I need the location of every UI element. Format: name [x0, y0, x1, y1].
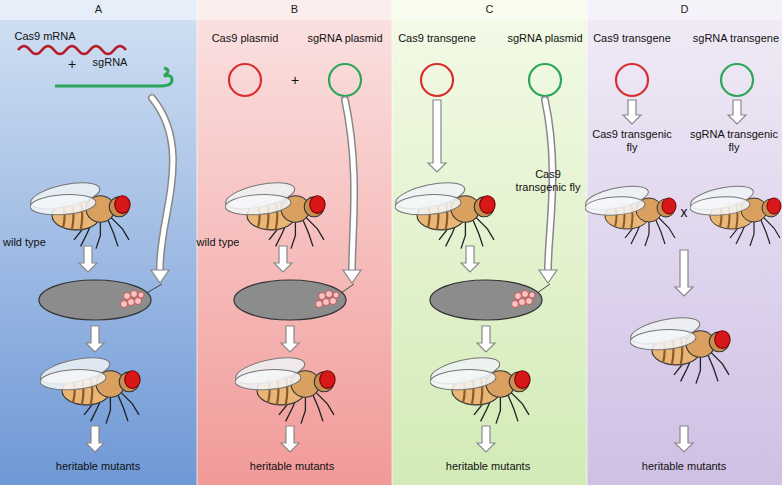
reagent-label: Cas9 transgene	[593, 32, 671, 45]
panel-letter: B	[197, 3, 392, 15]
result-label: heritable mutants	[446, 460, 530, 473]
result-label: heritable mutants	[642, 460, 726, 473]
strain-label: Cas9 transgenic fly	[587, 128, 677, 153]
panel-letter: C	[392, 3, 587, 15]
strain-label: wild type	[3, 236, 46, 249]
panel-letter: A	[0, 3, 197, 15]
reagent-label: sgRNA plasmid	[507, 32, 582, 45]
block-arrow	[274, 246, 292, 272]
block-arrow	[86, 326, 104, 352]
strain-label: Cas9 transgenic fly	[513, 168, 583, 193]
reagent-label: sgRNA plasmid	[307, 32, 382, 45]
block-arrow	[281, 326, 299, 352]
block-arrow	[728, 100, 746, 124]
plus-sign: +	[291, 72, 299, 88]
block-arrow	[461, 246, 479, 272]
block-arrow	[428, 100, 446, 172]
block-arrow	[623, 100, 641, 124]
panel-band: C	[392, 0, 587, 485]
reagent-label: Cas9 plasmid	[212, 32, 279, 45]
block-arrow	[675, 426, 693, 452]
result-label: heritable mutants	[250, 460, 334, 473]
block-arrow	[281, 426, 299, 452]
result-label: heritable mutants	[56, 460, 140, 473]
strain-label: wild type	[197, 236, 240, 249]
reagent-label: Cas9 transgene	[398, 32, 476, 45]
panel-band: D	[587, 0, 782, 485]
block-arrow	[477, 426, 495, 452]
strain-label: sgRNA transgenic fly	[689, 128, 779, 153]
panel-letter: D	[587, 3, 782, 15]
block-arrow	[79, 246, 97, 272]
block-arrow	[477, 326, 495, 352]
block-arrow	[86, 426, 104, 452]
plus-sign: +	[68, 56, 76, 72]
cross-sign: x	[681, 204, 688, 220]
reagent-label: sgRNA	[93, 56, 128, 69]
block-arrow	[675, 250, 693, 296]
reagent-label: sgRNA transgene	[693, 32, 779, 45]
reagent-label: Cas9 mRNA	[14, 30, 75, 43]
